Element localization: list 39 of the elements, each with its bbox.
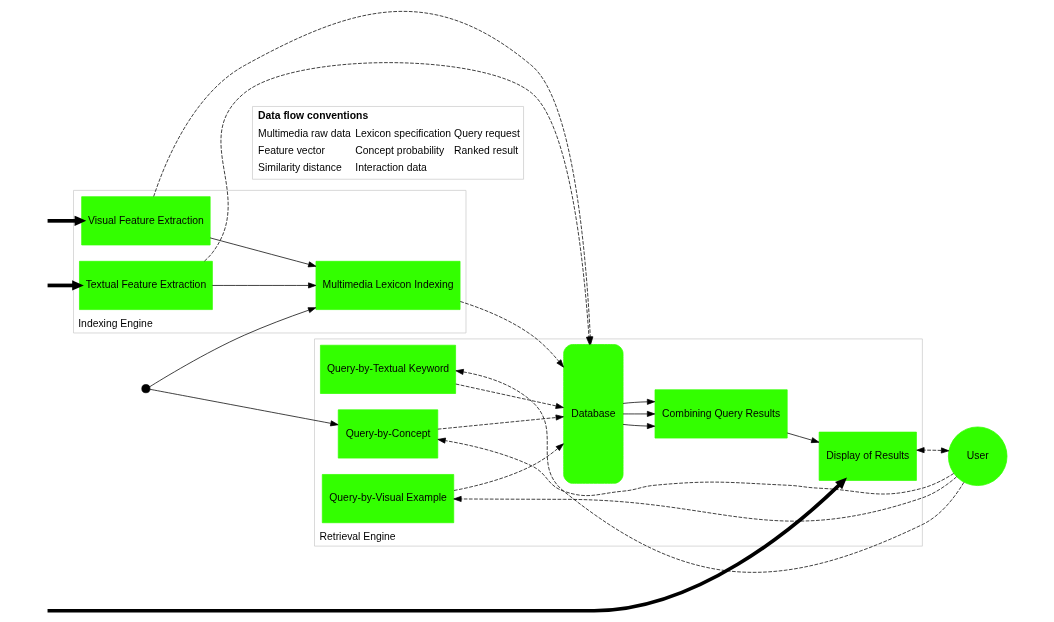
arrow — [437, 414, 564, 430]
arrow — [453, 443, 564, 491]
node-box: Query-by-Textual Keyword — [320, 344, 456, 394]
arrow — [47, 477, 847, 613]
node-circle — [141, 384, 151, 394]
legend-label: Interaction data — [355, 162, 427, 174]
legend-label: Similarity distance — [258, 162, 342, 174]
legend-label: Multimedia raw data — [258, 128, 351, 140]
legend-label: Query request — [454, 128, 520, 140]
arrow — [212, 282, 317, 289]
node-box: Textual Feature Extraction — [79, 260, 213, 310]
arrow — [622, 398, 656, 405]
arrow — [622, 423, 656, 429]
arrow — [786, 432, 820, 444]
arrow — [209, 237, 317, 268]
node-box: Combining Query Results — [654, 389, 788, 439]
arrow — [149, 307, 317, 388]
node-box: Multimedia Lexicon Indexing — [315, 260, 461, 310]
arrow — [459, 301, 564, 368]
node-box: Database — [563, 344, 624, 484]
node-circle: User — [948, 426, 1008, 486]
arrow — [149, 388, 339, 427]
arrow — [455, 383, 564, 409]
node-box: Query-by-Visual Example — [321, 474, 455, 524]
arrow — [437, 437, 955, 496]
node-box: Query-by-Concept — [337, 409, 439, 459]
label: Data flow conventions — [258, 110, 369, 122]
legend-label: Feature vector — [258, 145, 325, 157]
arrow — [622, 410, 656, 417]
arrow — [916, 447, 950, 454]
legend-label: Ranked result — [454, 145, 519, 157]
legend-label: Concept probability — [355, 145, 445, 157]
arrow — [47, 280, 84, 291]
arrow — [455, 368, 965, 573]
node-box: Visual Feature Extraction — [81, 196, 211, 246]
arrow — [47, 215, 87, 226]
node-box: Display of Results — [818, 431, 917, 481]
legend-label: Lexicon specification — [355, 128, 452, 140]
arrow — [453, 476, 957, 522]
